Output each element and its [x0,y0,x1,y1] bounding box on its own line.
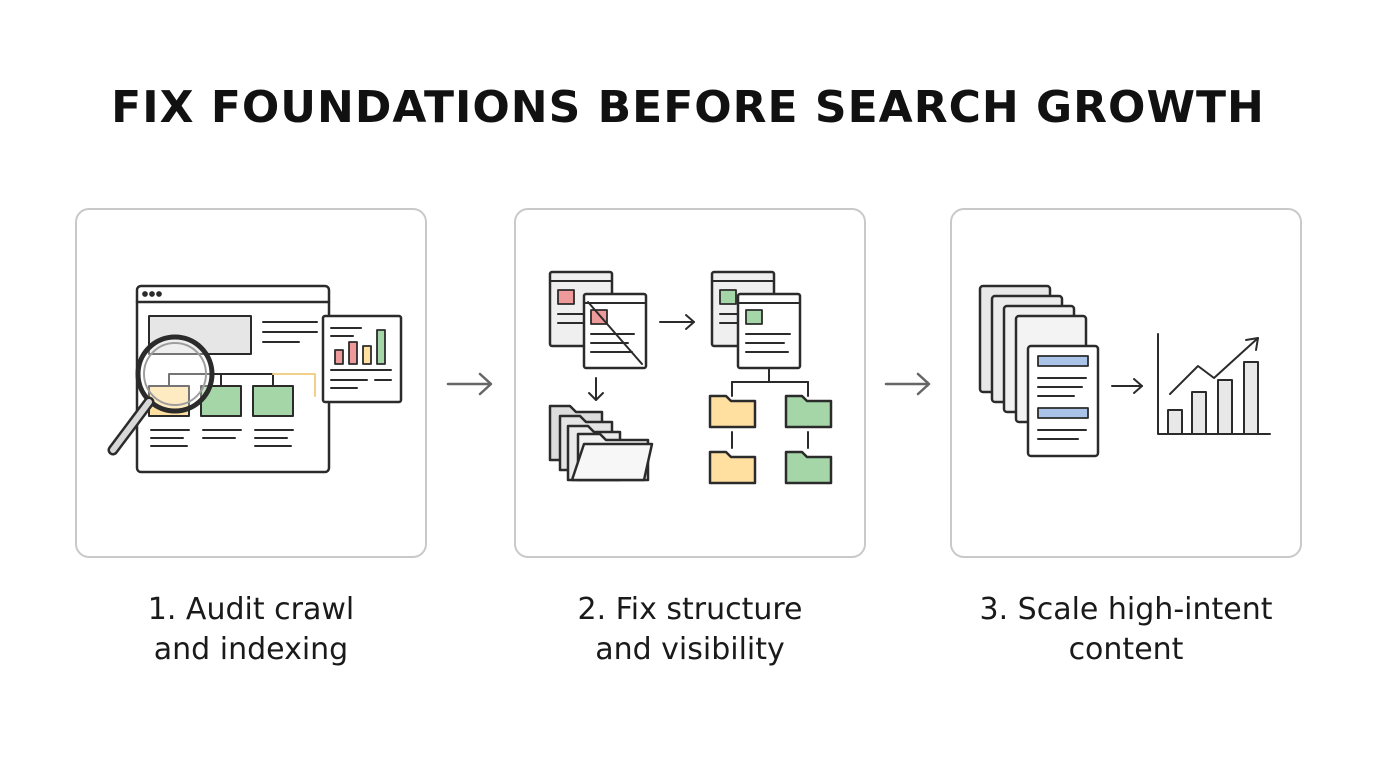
step-2-caption: 2. Fix structure and visibility [514,590,866,670]
step-3-caption-line-1: 3. Scale high-intent [979,592,1273,627]
step-1-caption: 1. Audit crawl and indexing [75,590,427,670]
step-3-caption-line-2: content [1068,632,1184,667]
magnifier-over-website-icon [107,284,403,474]
step-2-caption-line-1: 2. Fix structure [577,592,803,627]
flow-arrow-icon [446,372,493,396]
flow-arrow-icon [884,372,931,396]
content-stack-to-growth-chart-icon [978,284,1271,458]
step-3-panel [950,208,1302,558]
pages-and-folders-restructure-icon [548,270,833,485]
step-1-caption-line-1: 1. Audit crawl [147,592,355,627]
step-1-caption-line-2: and indexing [153,632,349,667]
step-2-caption-line-2: and visibility [595,632,785,667]
step-3-caption: 3. Scale high-intent content [950,590,1302,670]
page-title: FIX FOUNDATIONS BEFORE SEARCH GROWTH [111,82,1265,133]
step-1-panel [75,208,427,558]
step-2-panel [514,208,866,558]
